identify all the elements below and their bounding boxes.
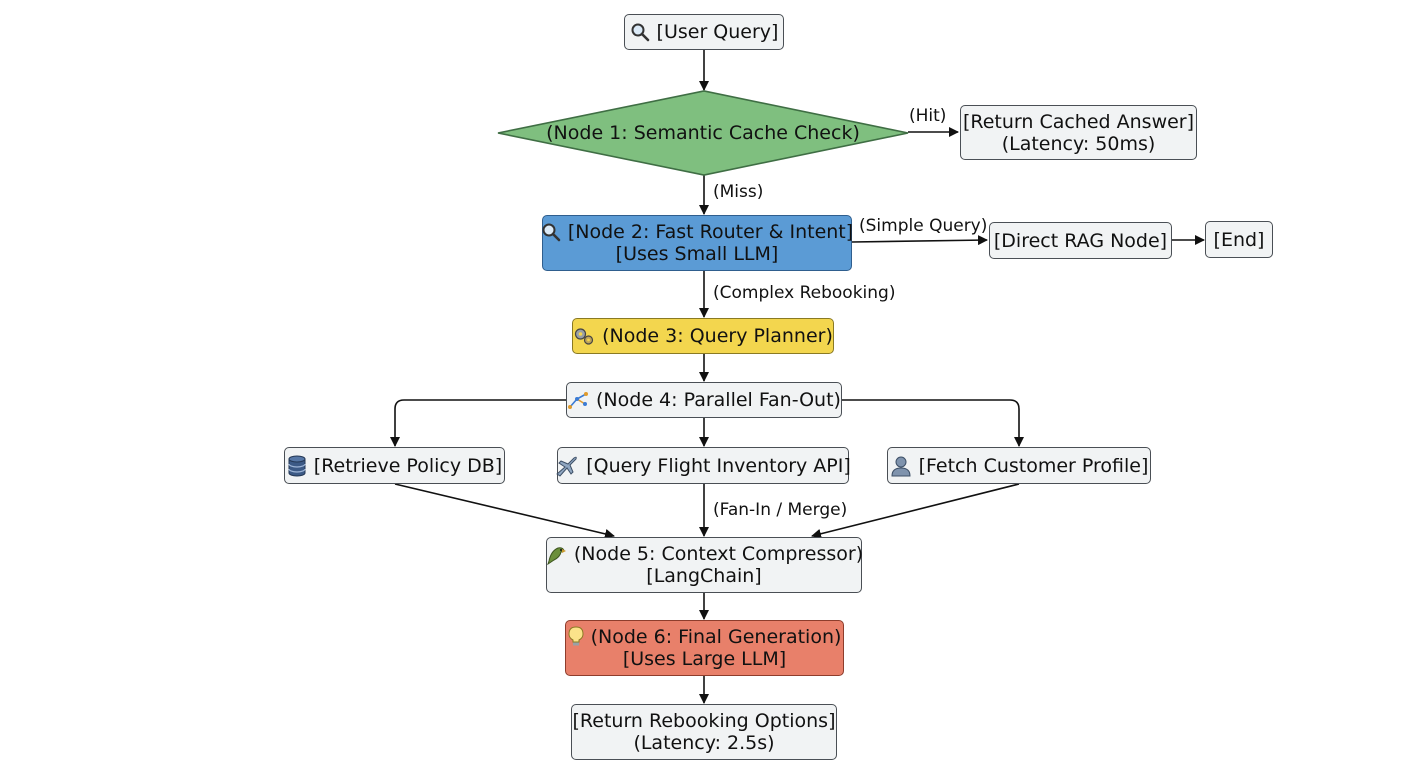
edge-router-simple — [851, 235, 988, 246]
router-line2: [Uses Small LLM] — [615, 243, 779, 265]
fanout-label: (Node 4: Parallel Fan-Out) — [596, 389, 841, 411]
flight-inventory-node: [Query Flight Inventory API] — [555, 447, 851, 484]
router-line1: [Node 2: Fast Router & Intent] — [567, 221, 854, 243]
edge-label-complex-rebooking: (Complex Rebooking) — [713, 283, 896, 303]
edge-fanout-to-policy — [390, 399, 566, 447]
edge-label-miss: (Miss) — [713, 182, 764, 202]
customer-profile-label: [Fetch Customer Profile] — [918, 454, 1149, 477]
database-icon — [287, 455, 307, 477]
end-node: [End] — [1205, 221, 1273, 258]
cache-check-diamond — [497, 90, 909, 176]
planner-label: (Node 3: Query Planner) — [602, 325, 833, 347]
cached-answer-line1: [Return Cached Answer] — [962, 110, 1195, 133]
policy-db-node: [Retrieve Policy DB] — [284, 447, 505, 484]
rebooking-options-line2: (Latency: 2.5s) — [633, 732, 775, 754]
end-label: [End] — [1213, 228, 1265, 251]
final-generation-line1: (Node 6: Final Generation) — [590, 626, 842, 648]
compressor-node: (Node 5: Context Compressor) [LangChain] — [545, 537, 864, 593]
direct-rag-node: [Direct RAG Node] — [989, 222, 1172, 259]
router-node: [Node 2: Fast Router & Intent] [Uses Sma… — [541, 215, 854, 271]
edge-profile-to-compressor — [811, 483, 1020, 539]
flight-inventory-label: [Query Flight Inventory API] — [586, 454, 851, 477]
compressor-line1: (Node 5: Context Compressor) — [573, 543, 864, 565]
final-generation-line2: [Uses Large LLM] — [622, 648, 787, 670]
parrot-icon — [545, 543, 567, 565]
rebooking-options-line1: [Return Rebooking Options] — [572, 710, 836, 732]
gears-icon — [573, 326, 595, 346]
user-icon — [890, 455, 912, 477]
user-query-label: [User Query] — [656, 21, 779, 43]
edge-label-fan-in-merge: (Fan-In / Merge) — [713, 500, 848, 520]
planner-node: (Node 3: Query Planner) — [572, 318, 834, 354]
search-icon — [630, 22, 650, 42]
cache-check-label: (Node 1: Semantic Cache Check) — [546, 122, 860, 144]
edge-label-hit: (Hit) — [909, 106, 947, 126]
user-query-node: [User Query] — [624, 14, 784, 50]
direct-rag-label: [Direct RAG Node] — [993, 229, 1168, 252]
cached-answer-line2: (Latency: 50ms) — [1001, 132, 1156, 155]
edge-fanout-to-profile — [842, 399, 1024, 447]
policy-db-label: [Retrieve Policy DB] — [313, 454, 503, 477]
final-generation-node: (Node 6: Final Generation) [Uses Large L… — [565, 620, 844, 676]
lightbulb-icon — [568, 626, 584, 648]
rebooking-options-node: [Return Rebooking Options] (Latency: 2.5… — [571, 704, 837, 760]
search-icon — [541, 222, 561, 242]
compressor-line2: [LangChain] — [646, 565, 762, 587]
airplane-icon — [555, 455, 579, 477]
edge-policy-to-compressor — [394, 483, 615, 539]
cached-answer-node: [Return Cached Answer] (Latency: 50ms) — [960, 105, 1197, 160]
customer-profile-node: [Fetch Customer Profile] — [887, 447, 1151, 484]
fan-out-icon — [567, 390, 589, 410]
fanout-node: (Node 4: Parallel Fan-Out) — [566, 382, 842, 418]
edge-label-simple-query: (Simple Query) — [859, 216, 988, 236]
